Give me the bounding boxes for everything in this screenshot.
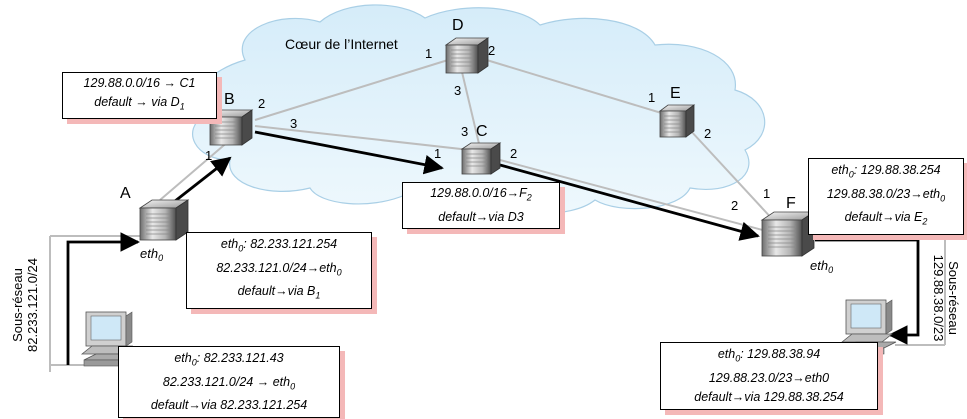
internet-cloud xyxy=(192,4,766,214)
link-c-f xyxy=(499,159,771,233)
table-a-row2: 82.233.121.0/24→eth0 xyxy=(216,260,342,278)
table-b-row1: 129.88.0.0/16 → C1 xyxy=(83,76,196,90)
path-b-to-c xyxy=(254,130,444,175)
port-d-b: 1 xyxy=(425,46,432,61)
port-b-a: 1 xyxy=(205,148,212,163)
host-a-row3: default→via 82.233.121.254 xyxy=(150,398,308,412)
port-d-c: 3 xyxy=(454,83,461,98)
routing-table-host-a: eth0: 82.233.121.43 82.233.121.0/24 → et… xyxy=(118,346,340,418)
subnet-right-label: Sous-réseau 129.88.38.0/23 xyxy=(931,255,961,342)
routing-table-host-f: eth0: 129.88.38.94 129.88.23.0/23→eth0 d… xyxy=(660,342,878,410)
port-e-d: 1 xyxy=(648,90,655,105)
port-b-c: 3 xyxy=(290,116,297,131)
path-host-to-a xyxy=(66,232,140,365)
subnet-left-line2: 82.233.121.0/24 xyxy=(25,258,40,352)
subnet-right-line1: Sous-réseau xyxy=(946,261,961,335)
host-f-row3: default→via 129.88.38.254 xyxy=(694,389,844,404)
table-a-row3: default→via B1 xyxy=(237,284,321,301)
port-f-c: 2 xyxy=(731,198,738,213)
table-c-row1: 129.88.0.0/16→F2 xyxy=(430,186,532,203)
path-c-to-f xyxy=(499,163,760,241)
table-a-row1: eth0: 82.233.121.254 xyxy=(220,237,338,254)
port-b-d: 2 xyxy=(258,96,265,111)
table-f-row1: eth0: 129.88.38.254 xyxy=(831,163,941,180)
path-a-to-b xyxy=(169,156,232,207)
port-c-f: 2 xyxy=(510,146,517,161)
link-b-c xyxy=(254,125,471,151)
link-d-e xyxy=(479,57,669,116)
router-d xyxy=(444,37,490,74)
routing-table-b: 129.88.0.0/16 → C1 default → via D1 xyxy=(62,72,217,119)
cloud-label: Cœur de l’Internet xyxy=(285,36,398,52)
subnet-right-line2: 129.88.38.0/23 xyxy=(931,255,946,342)
node-label-b: B xyxy=(224,91,235,108)
link-e-f xyxy=(689,129,776,223)
table-b-row2: default → via D1 xyxy=(94,95,185,112)
subnet-left-line1: Sous-réseau xyxy=(10,268,25,342)
table-c-row2: default→via D3 xyxy=(438,209,524,224)
node-label-e: E xyxy=(670,85,681,102)
table-f-row3: default→via E2 xyxy=(844,210,928,227)
routing-table-f: eth0: 129.88.38.254 129.88.38.0/23→eth0 … xyxy=(808,158,964,235)
node-label-f: F xyxy=(786,195,796,212)
routing-table-c: 129.88.0.0/16→F2 default→via D3 xyxy=(402,182,560,229)
link-a-b xyxy=(159,139,231,201)
eth0-label-a: eth0 xyxy=(140,246,163,263)
link-b-d xyxy=(254,59,449,121)
port-e-f: 2 xyxy=(704,126,711,141)
router-f xyxy=(760,211,816,257)
port-c-b: 1 xyxy=(434,146,441,161)
router-a xyxy=(138,199,190,241)
eth0-label-f: eth0 xyxy=(810,258,833,275)
packet-path xyxy=(66,130,920,365)
router-e xyxy=(658,104,696,138)
network-links xyxy=(49,57,946,372)
port-f-e: 1 xyxy=(763,186,770,201)
router-c xyxy=(460,142,502,175)
host-a-row1: eth0: 82.233.121.43 xyxy=(174,351,284,368)
table-f-row2: 129.88.38.0/23→eth0 xyxy=(826,186,946,204)
path-f-to-host xyxy=(815,238,920,345)
node-label-d: D xyxy=(452,17,464,34)
port-d-e: 2 xyxy=(488,43,495,58)
port-c-d: 3 xyxy=(461,124,468,139)
node-label-a: A xyxy=(120,185,131,202)
host-f-row1: eth0: 129.88.38.94 xyxy=(717,347,821,364)
subnet-left-label: Sous-réseau 82.233.121.0/24 xyxy=(10,258,40,352)
link-d-c xyxy=(461,71,481,149)
host-a-row2: 82.233.121.0/24 → eth0 xyxy=(162,374,296,392)
node-label-c: C xyxy=(476,123,488,140)
host-f-row2: 129.88.23.0/23→eth0 xyxy=(708,370,830,385)
routing-table-a: eth0: 82.233.121.254 82.233.121.0/24→eth… xyxy=(186,232,372,309)
router-b xyxy=(208,109,254,146)
